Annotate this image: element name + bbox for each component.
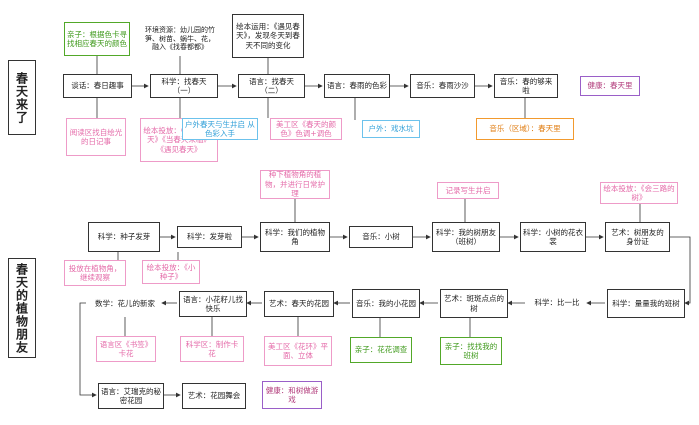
- tree-friend-node: 科学：我的树朋友（班树）: [432, 222, 500, 252]
- music-my-garden-node: 音乐：我的小花园: [352, 289, 420, 318]
- tree-id-card-node: 艺术：树朋友的身份证: [605, 222, 670, 252]
- art-dotted-tree-node: 艺术：斑斑点点的树: [440, 289, 508, 318]
- tree-clothes-node: 科学：小树的花衣裳: [520, 222, 586, 252]
- outdoor-water-node: 户外：戏水坑: [362, 120, 420, 138]
- music-spring-come-node: 音乐：春的够来啦: [494, 74, 558, 98]
- plant-corner-node: 科学：我们的植物角: [260, 222, 330, 252]
- seed-sprouting-node: 科学：种子发芽: [88, 222, 160, 252]
- sprout-node: 科学：发芽啦: [177, 226, 242, 248]
- parent-flower-survey-node: 亲子：花花调查: [350, 337, 412, 363]
- reading-area-node: 阅读区找自绘光的日记事: [66, 118, 126, 156]
- record-sketch-node: 记录写生井启: [437, 182, 499, 199]
- sci-find-spring-1-node: 科学：找春天（一）: [150, 74, 218, 98]
- sci-compare-node: 科学：比一比: [534, 298, 580, 308]
- env-resource-note: 环境资源：幼儿园的竹笋、树苗、蜗牛、花，融入《找春都都》: [145, 25, 215, 52]
- plant-corner-care-node: 种下植物角的植物，并进行日常护理: [260, 170, 330, 199]
- music-rain-node: 音乐：春雨沙沙: [410, 74, 475, 98]
- book-application-node: 绘本运用：《遇见春天》，发现冬天到春天不同的变化: [232, 14, 304, 58]
- lang-rain-color-node: 语言：春雨的色彩: [324, 74, 390, 98]
- parent-find-tree-node: 亲子：找找我的班树: [440, 337, 502, 365]
- art-area-wreath-node: 美工区《花环》平面、立体: [264, 336, 332, 366]
- lang-find-spring-2-node: 语言：找春天（二）: [238, 74, 305, 98]
- sci-measure-tree-node: 科学：量量我的班树: [607, 289, 685, 318]
- music-area-node: 音乐（区域）：春天里: [476, 118, 574, 140]
- music-tree-node: 音乐：小树: [349, 226, 413, 248]
- health-spring-node: 健康：春天里: [580, 76, 640, 96]
- lang-area-bookmark-node: 语言区《书签》卡花: [96, 336, 156, 362]
- talk-spring-node: 谈话：春日趣事: [63, 74, 132, 98]
- parent-color-card-node: 亲子：根据色卡寻找相应春天的颜色: [64, 22, 130, 56]
- lang-flower-seed-node: 语言：小花籽儿找快乐: [179, 291, 247, 317]
- health-tree-games-node: 健康：和树做游戏: [262, 381, 322, 409]
- section-spring-came: 春天来了: [8, 60, 36, 135]
- math-flower-home-node: 数学：花儿的新家: [95, 299, 155, 309]
- seed-observe-node: 投放在植物角，继续观察: [64, 260, 126, 286]
- book-pick-tree-node: 绘本投放：《会三路的树》: [600, 182, 678, 204]
- book-seed-node: 绘本投放：《小种子》: [142, 260, 200, 284]
- art-garden-dance-node: 艺术：花园舞会: [182, 383, 246, 409]
- section-plant-friends: 春天的植物朋友: [8, 258, 36, 358]
- art-area-color-node: 美工区《春天的颜色》色调+调色: [270, 118, 342, 140]
- sci-area-card-node: 科学区：制作卡花: [180, 336, 244, 362]
- outdoor-find-node: 户外春天与生井启 从色彩入手: [182, 118, 258, 140]
- lang-secret-garden-node: 语言：艾瑞克的秘密花园: [98, 383, 164, 409]
- art-spring-garden-node: 艺术：春天的花园: [264, 291, 334, 317]
